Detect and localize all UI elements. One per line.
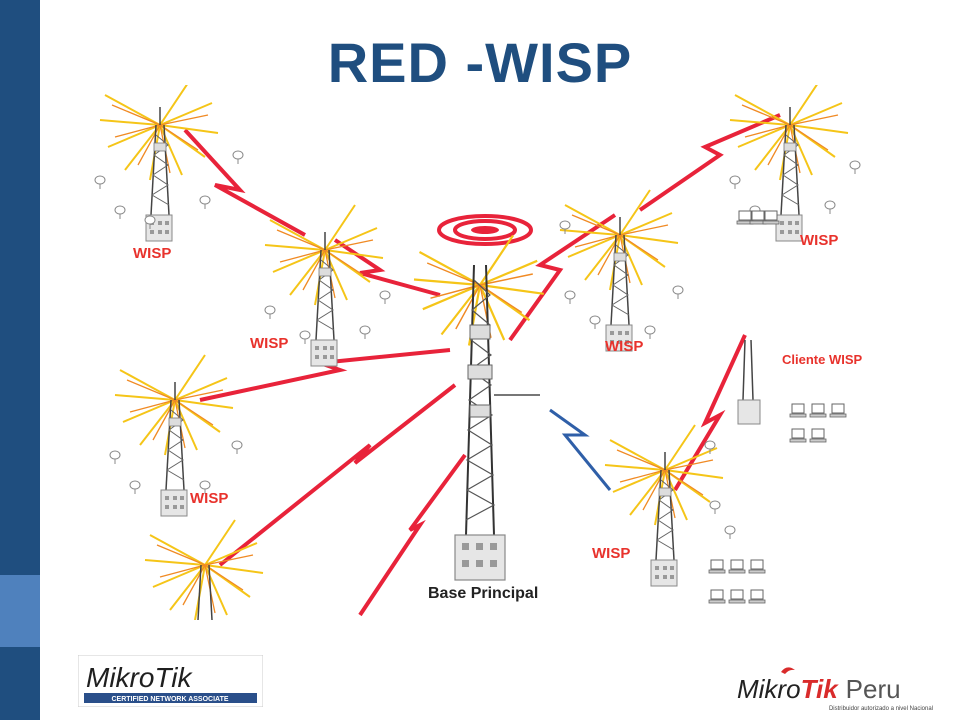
label-cliente-wisp: Cliente WISP <box>782 352 863 367</box>
label-wisp-top-left: WISP <box>133 245 172 262</box>
label-wisp-left: WISP <box>190 490 229 507</box>
label-wisp-center-right: WISP <box>605 338 644 355</box>
cliente-wisp-node <box>737 339 847 443</box>
mikrotik-certified-logo-art: MikroTik CERTIFIED NETWORK ASSOCIATE <box>77 654 264 708</box>
right-logo-brand-c: Peru <box>846 674 901 704</box>
wisp-node-bottom-right <box>604 424 766 604</box>
label-wisp-top-right: WISP <box>800 232 839 249</box>
label-base-principal: Base Principal <box>428 585 539 602</box>
label-wisp-bottom-right: WISP <box>592 545 631 562</box>
wisp-node-center-right <box>559 189 684 352</box>
wisp-node-bottom-left <box>144 519 264 620</box>
right-logo-subtitle: Distribuidor autorizado a nivel Nacional <box>829 706 933 712</box>
slide-title: RED -WISP <box>327 31 633 94</box>
right-logo-brand-b: Tik <box>801 674 840 704</box>
blue-wireless-link <box>549 408 612 491</box>
base-principal-tower <box>412 234 545 581</box>
broadcast-target <box>437 214 533 246</box>
label-wisp-mid-left: WISP <box>250 335 289 352</box>
left-logo-subtitle: CERTIFIED NETWORK ASSOCIATE <box>111 696 228 703</box>
right-logo-brand-a: Mikro <box>737 674 801 704</box>
wisp-network-diagram <box>94 85 861 620</box>
wisp-node-top-right <box>729 85 861 242</box>
mikrotik-certified-logo: MikroTik CERTIFIED NETWORK ASSOCIATE <box>77 654 264 708</box>
peru-logo-swoosh <box>781 667 795 674</box>
left-logo-brand: MikroTik <box>86 662 194 693</box>
sidebar-accent-block <box>0 575 40 647</box>
wisp-node-top-left <box>94 85 244 242</box>
